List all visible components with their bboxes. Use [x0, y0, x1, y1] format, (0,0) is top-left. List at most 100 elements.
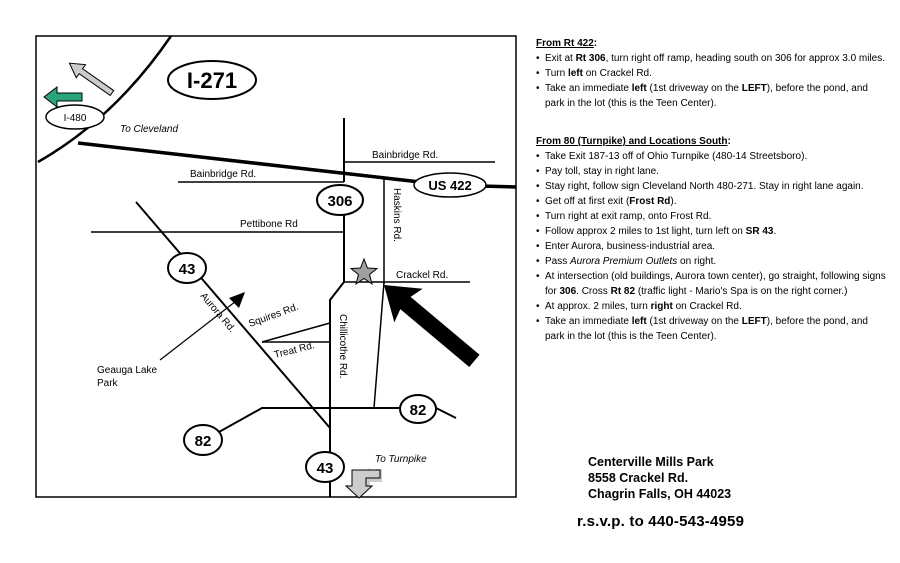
label-squires: Squires Rd.	[247, 302, 300, 330]
i271-label: I-271	[187, 68, 237, 93]
label-to-turnpike: To Turnpike	[375, 454, 427, 465]
step-text: Follow approx 2 miles to 1st light, turn…	[545, 226, 746, 237]
direction-step: Stay right, follow sign Cleveland North …	[536, 179, 888, 194]
direction-step: At approx. 2 miles, turn right on Cracke…	[536, 299, 888, 314]
direction-step: Enter Aurora, business-industrial area.	[536, 239, 888, 254]
address-street: 8558 Crackel Rd.	[588, 471, 689, 485]
shield-sr82-east: 82	[399, 394, 437, 424]
step-text: Aurora Premium Outlets	[570, 256, 678, 267]
step-text: , turn right off ramp, heading south on …	[605, 53, 886, 64]
star-icon	[349, 257, 379, 286]
road-squires	[261, 322, 331, 343]
label-bainbridge-west: Bainbridge Rd.	[190, 169, 256, 180]
address-city: Chagrin Falls, OH 44023	[588, 487, 732, 501]
step-text: Take Exit 187-13 off of Ohio Turnpike (4…	[545, 151, 808, 162]
step-text: Turn right at exit ramp, onto Frost Rd.	[545, 211, 712, 222]
direction-step: Exit at Rt 306, turn right off ramp, hea…	[536, 51, 888, 66]
road-sr82-east	[435, 407, 457, 419]
step-text: LEFT	[741, 316, 767, 327]
step-text: Take an immediate	[545, 83, 632, 94]
step-text: SR 43	[745, 226, 774, 237]
road-sr82	[209, 407, 400, 438]
arrow-up-left-icon	[68, 62, 115, 97]
label-haskins: Haskins Rd.	[391, 188, 402, 242]
shield-sr82-west: 82	[183, 424, 223, 456]
step-text: Rt 82	[610, 286, 636, 297]
step-text: Stay right, follow sign Cleveland North …	[545, 181, 864, 192]
step-text: ), before the pond, and park in the lot …	[545, 83, 868, 109]
address-name: Centerville Mills Park	[588, 455, 714, 469]
step-text: . Cross	[576, 286, 611, 297]
steps-list: Exit at Rt 306, turn right off ramp, hea…	[536, 51, 888, 111]
label-pettibone: Pettibone Rd	[240, 219, 298, 230]
step-text: Frost Rd	[629, 196, 671, 207]
map: I-271 I-480 US 422 306 43 82 82 43 Bainb…	[35, 35, 517, 499]
geauga-pointer-line	[159, 297, 241, 361]
step-text: right	[650, 301, 673, 312]
road-i271	[37, 35, 173, 164]
label-chillicothe: Chillicothe Rd.	[337, 314, 348, 378]
step-text: on Crackel Rd.	[672, 301, 742, 312]
label-treat: Treat Rd.	[273, 340, 316, 361]
direction-step: Pass Aurora Premium Outlets on right.	[536, 254, 888, 269]
direction-step: Take an immediate left (1st driveway on …	[536, 314, 888, 344]
direction-step: Turn right at exit ramp, onto Frost Rd.	[536, 209, 888, 224]
step-text: At intersection (old buildings, Aurora t…	[545, 271, 886, 297]
shield-sr43-south: 43	[305, 451, 345, 483]
section-south: From 80 (Turnpike) and Locations South: …	[536, 134, 888, 344]
arrow-up-right-icon	[229, 292, 245, 308]
section-rt422: From Rt 422: Exit at Rt 306, turn right …	[536, 36, 888, 111]
step-text: Rt 306	[575, 53, 606, 64]
direction-step: Pay toll, stay in right lane.	[536, 164, 888, 179]
label-crackel: Crackel Rd.	[396, 270, 448, 281]
direction-step: Get off at first exit (Frost Rd).	[536, 194, 888, 209]
step-text: At approx. 2 miles, turn	[545, 301, 651, 312]
step-text: Take an immediate	[545, 316, 632, 327]
sr43-north-label: 43	[179, 261, 196, 278]
step-text: ).	[670, 196, 677, 207]
direction-step: At intersection (old buildings, Aurora t…	[536, 269, 888, 299]
shield-i271: I-271	[167, 60, 257, 100]
label-geauga-lake: Geauga Lake	[97, 365, 157, 376]
step-text: left	[567, 68, 583, 79]
shield-us422: US 422	[413, 172, 487, 198]
section-rt422-title: From Rt 422:	[536, 36, 888, 51]
direction-step: Follow approx 2 miles to 1st light, turn…	[536, 224, 888, 239]
step-text: on Crackel Rd.	[582, 68, 652, 79]
us422-label: US 422	[428, 178, 471, 193]
sr82-west-label: 82	[195, 433, 212, 450]
rsvp-text: r.s.v.p. to 440-543-4959	[577, 513, 745, 530]
step-text: (1st driveway on the	[646, 316, 742, 327]
step-text: (1st driveway on the	[646, 83, 742, 94]
i480-label: I-480	[64, 113, 87, 124]
map-frame	[35, 35, 517, 498]
step-text: (traffic light - Mario's Spa is on the r…	[635, 286, 848, 297]
step-text: Get off at first exit (	[545, 196, 630, 207]
direction-step: Take Exit 187-13 off of Ohio Turnpike (4…	[536, 149, 888, 164]
sr306-label: 306	[327, 193, 352, 210]
steps-list: Take Exit 187-13 off of Ohio Turnpike (4…	[536, 149, 888, 344]
turnpike-arrow	[344, 469, 381, 499]
road-chillicothe	[329, 281, 345, 497]
label-to-cleveland: To Cleveland	[120, 124, 178, 135]
sr82-east-label: 82	[410, 402, 427, 419]
road-us422	[77, 141, 421, 184]
step-text: on right.	[677, 256, 717, 267]
step-text: Pay toll, stay in right lane.	[545, 166, 659, 177]
section-title-suffix: :	[593, 38, 598, 49]
sr43-south-label: 43	[317, 460, 334, 477]
destination-arrow-icon	[384, 285, 480, 367]
direction-step: Turn left on Crackel Rd.	[536, 66, 888, 81]
label-bainbridge-east: Bainbridge Rd.	[372, 150, 438, 161]
step-text: Exit at	[545, 53, 576, 64]
section-south-title: From 80 (Turnpike) and Locations South:	[536, 134, 888, 149]
step-text: 306	[559, 286, 577, 297]
address-block: Centerville Mills Park 8558 Crackel Rd. …	[588, 454, 731, 502]
road-haskins-south	[373, 281, 385, 409]
shield-i480: I-480	[45, 104, 105, 130]
direction-step: Take an immediate left (1st driveway on …	[536, 81, 888, 111]
section-title: From Rt 422	[536, 38, 594, 49]
directions-panel: From Rt 422: Exit at Rt 306, turn right …	[536, 36, 888, 344]
step-text: Enter Aurora, business-industrial area.	[545, 241, 716, 252]
arrow-left-icon	[43, 85, 83, 109]
